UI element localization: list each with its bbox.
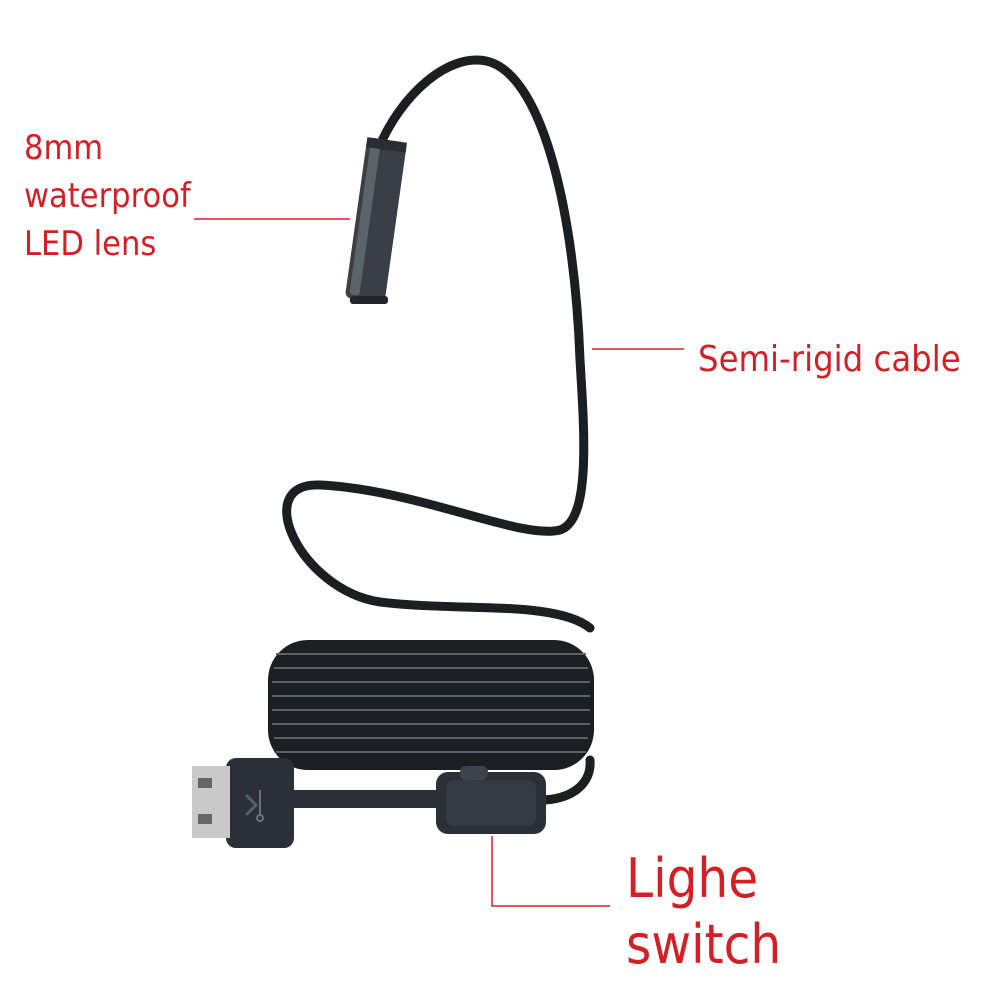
light-switch-box [436, 766, 546, 834]
usb-cable-segment [290, 790, 440, 808]
usb-plug [192, 758, 294, 848]
lens-label-line-3: LED lens [24, 224, 157, 264]
camera-lens-tip [350, 296, 388, 304]
switch-label-line-2: switch [626, 913, 782, 976]
lower-cable [535, 755, 595, 805]
lens-label-line-1: 8mm [24, 128, 104, 168]
cable-label: Semi-rigid cable [698, 339, 961, 380]
switch-leader-line [491, 836, 610, 907]
lens-label-line-2: waterproof [24, 176, 191, 216]
switch-label-line-1: Lighe [626, 847, 759, 910]
switch-label: Lighe switch [626, 846, 781, 978]
camera-probe [345, 137, 407, 303]
cable-coil [268, 640, 594, 770]
usb-icon [256, 790, 264, 822]
semi-rigid-cable [282, 55, 595, 633]
lens-label: 8mm waterproof LED lens [24, 124, 191, 268]
